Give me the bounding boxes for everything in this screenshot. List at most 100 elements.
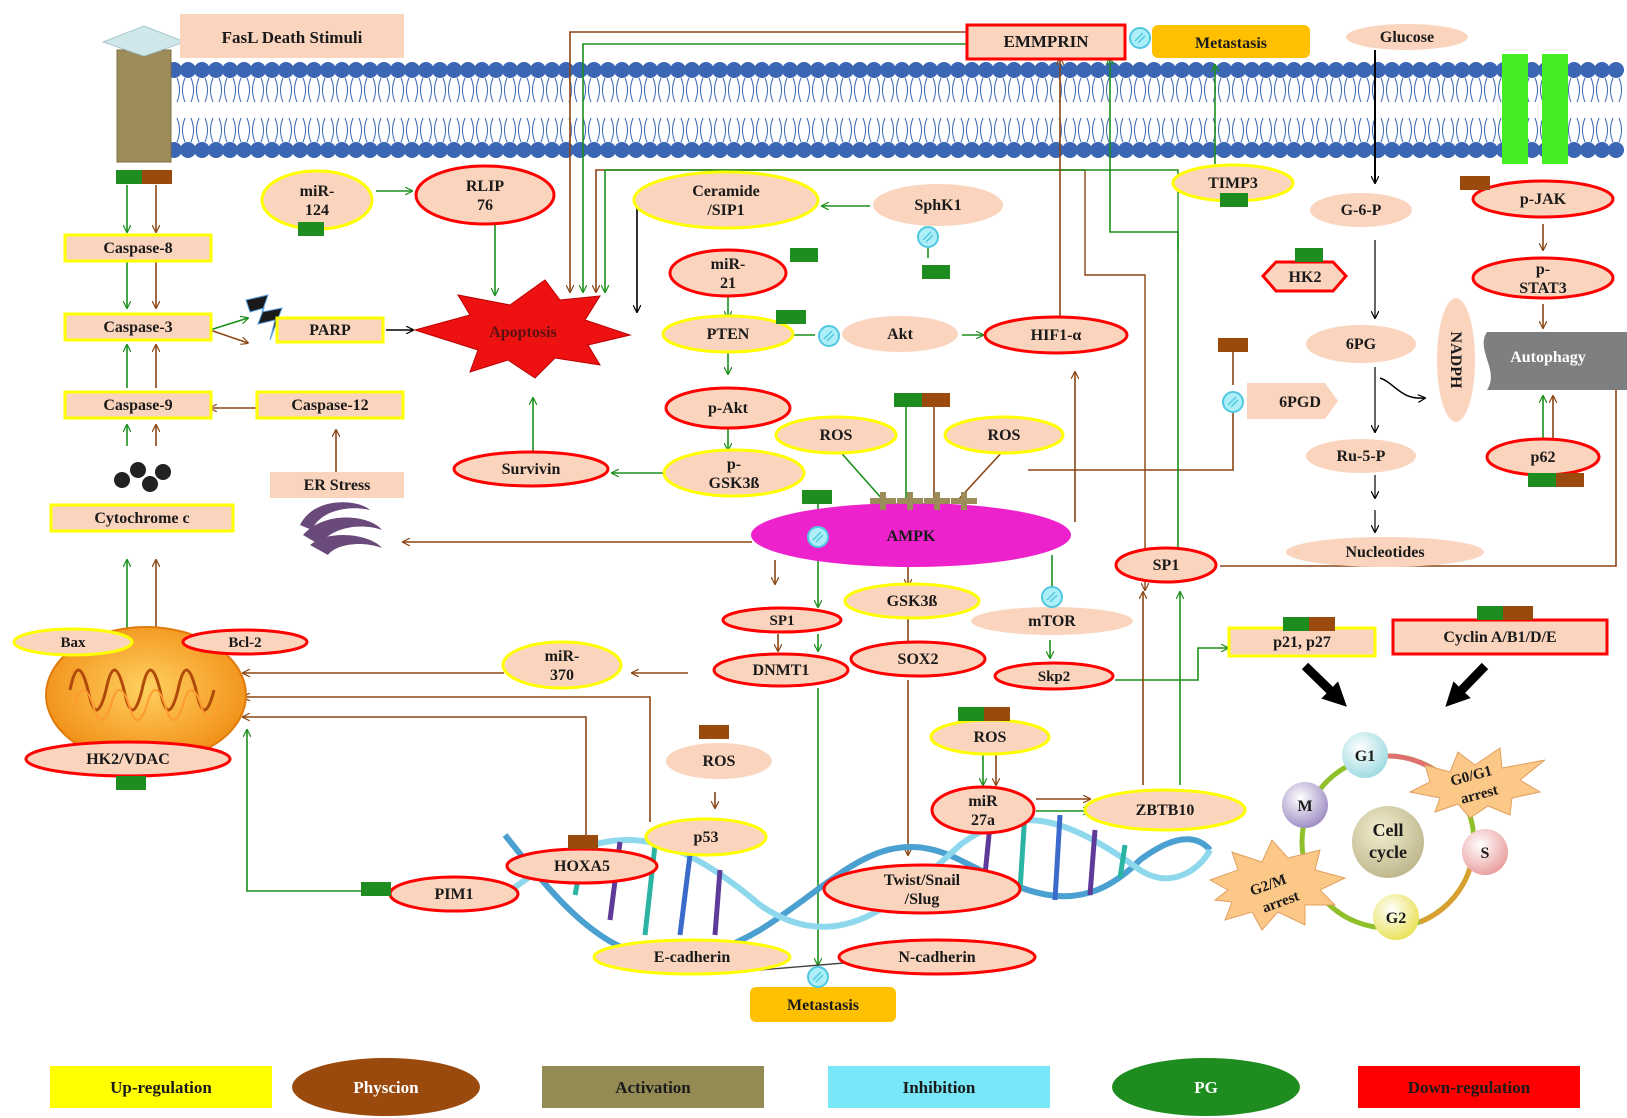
pgsk3b-node: p- GSK3ß [662, 448, 806, 498]
sphk1-label: SphK1 [914, 197, 961, 214]
legend-item-up-regulation: Up-regulation [50, 1066, 272, 1108]
sox2-node: SOX2 [849, 640, 987, 678]
g2m-arrest-burst: G2/M arrest [1208, 839, 1347, 931]
hk2-node: HK2 [1260, 260, 1349, 293]
legend-item-physcion: Physcion [292, 1058, 480, 1116]
mir370-node: miR- 370 [501, 640, 623, 690]
ros-p53-label: ROS [703, 753, 736, 770]
regulation-marker [802, 490, 832, 504]
nucleotides-label: Nucleotides [1345, 544, 1424, 561]
apoptosis-label: Apoptosis [489, 324, 557, 341]
ros-right-node: ROS [943, 415, 1065, 455]
regulation-marker [1528, 473, 1556, 487]
glucose-label: Glucose [1380, 29, 1434, 46]
metastasis-top-node: Metastasis [1152, 25, 1310, 58]
ecadherin-label: E-cadherin [654, 949, 731, 966]
legend-label: Physcion [353, 1078, 419, 1097]
pgsk3b-label-line1: p- [727, 456, 741, 473]
mtor-label: mTOR [1028, 613, 1076, 630]
regulation-marker [1295, 248, 1323, 262]
mir370-label-line2: 370 [550, 667, 574, 684]
cell-membrane [166, 62, 1624, 158]
g6p-label: G-6-P [1341, 202, 1382, 219]
pjak-label: p-JAK [1520, 191, 1567, 208]
metastasis-bottom-node: Metastasis [750, 987, 896, 1022]
mir21-label-line1: miR- [711, 256, 746, 273]
regulation-marker [1283, 617, 1309, 631]
cell-cycle-center [1352, 806, 1424, 878]
bax-node: Bax [12, 627, 134, 657]
nadph-label: NADPH [1447, 332, 1464, 389]
regulation-marker [1220, 193, 1248, 207]
twist-label-line1: Twist/Snail [884, 872, 961, 889]
mir370-label-line1: miR- [545, 648, 580, 665]
pstat3-label-line2: STAT3 [1519, 280, 1566, 297]
mtor-node: mTOR [971, 607, 1133, 635]
sp1-mid-label: SP1 [769, 613, 794, 629]
phase-s [1462, 829, 1508, 875]
regulation-marker [790, 248, 818, 262]
glucose-node: Glucose [1346, 24, 1468, 50]
pstat3-node: p-STAT3 [1471, 256, 1615, 300]
pgd6-label: 6PGD [1279, 394, 1321, 411]
pakt-node: p-Akt [664, 386, 792, 430]
phase-m-label: M [1297, 798, 1312, 815]
regulation-marker [922, 265, 950, 279]
sphk1-node: SphK1 [873, 184, 1003, 226]
ceramide-label-line1: Ceramide [692, 183, 760, 200]
regulation-marker [984, 707, 1010, 721]
zbtb10-label: ZBTB10 [1136, 802, 1195, 819]
regulation-marker [361, 882, 391, 896]
inhibition-icon [807, 966, 829, 988]
g0g1-arrest-burst: G0/G1 arrest [1408, 747, 1546, 819]
metastasis-bottom-label: Metastasis [787, 997, 859, 1014]
emmprin-node: EMMPRIN [965, 23, 1127, 61]
phase-m [1282, 782, 1328, 828]
pakt-label: p-Akt [708, 400, 749, 417]
ros-left-label: ROS [820, 427, 853, 444]
p62-label: p62 [1531, 449, 1556, 466]
ncadherin-label: N-cadherin [898, 949, 975, 966]
phase-g2-label: G2 [1386, 910, 1406, 927]
hk2-label: HK2 [1289, 269, 1322, 286]
caspase9-label: Caspase-9 [103, 397, 172, 414]
caspase3-node: Caspase-3 [63, 312, 213, 342]
inhibition-icon [917, 226, 939, 248]
mir21-label-line2: 21 [720, 275, 736, 292]
caspase12-label: Caspase-12 [291, 397, 368, 414]
regulation-marker [1460, 176, 1490, 190]
inhibition-icon [807, 526, 829, 548]
legend-label: Activation [615, 1078, 691, 1097]
ecadherin-node: E-cadherin [592, 938, 792, 976]
sox2-label: SOX2 [898, 651, 939, 668]
ros-right-label: ROS [988, 427, 1021, 444]
survivin-node: Survivin [452, 450, 610, 488]
mir124-label-line1: miR- [300, 183, 335, 200]
cell-cycle-diagram: Cell cycle G1 S G2 M G0/G1 arrest G2/M a… [1208, 732, 1546, 940]
emmprin-label: EMMPRIN [1004, 32, 1090, 51]
parp-label: PARP [309, 322, 351, 339]
ampk-node: AMPK [751, 503, 1071, 567]
g6p-node: G-6-P [1310, 193, 1412, 227]
pgsk3b-label-line2: GSK3ß [709, 475, 760, 492]
cyclin-label: Cyclin A/B1/D/E [1443, 629, 1556, 646]
regulation-marker [1477, 606, 1503, 620]
mir27a-label-line2: 27a [971, 812, 995, 829]
ros-low-node: ROS [929, 718, 1051, 756]
regulation-marker [1218, 338, 1248, 352]
bcl2-node: Bcl-2 [181, 628, 309, 656]
cyclin-node: Cyclin A/B1/D/E [1391, 618, 1609, 656]
ceramide-node: Ceramide/SIP1 [632, 170, 820, 230]
parp-node: PARP [275, 316, 385, 344]
regulation-marker [298, 222, 324, 236]
ros-low-label: ROS [974, 729, 1007, 746]
pjak-node: p-JAK [1471, 179, 1615, 219]
ros-p53-node: ROS [666, 743, 772, 779]
zbtb10-node: ZBTB10 [1083, 788, 1247, 832]
autophagy-label: Autophagy [1510, 349, 1586, 366]
legend-item-down-regulation: Down-regulation [1358, 1066, 1580, 1108]
gsk3b-node: GSK3ß [843, 582, 981, 620]
regulation-marker [568, 835, 598, 849]
